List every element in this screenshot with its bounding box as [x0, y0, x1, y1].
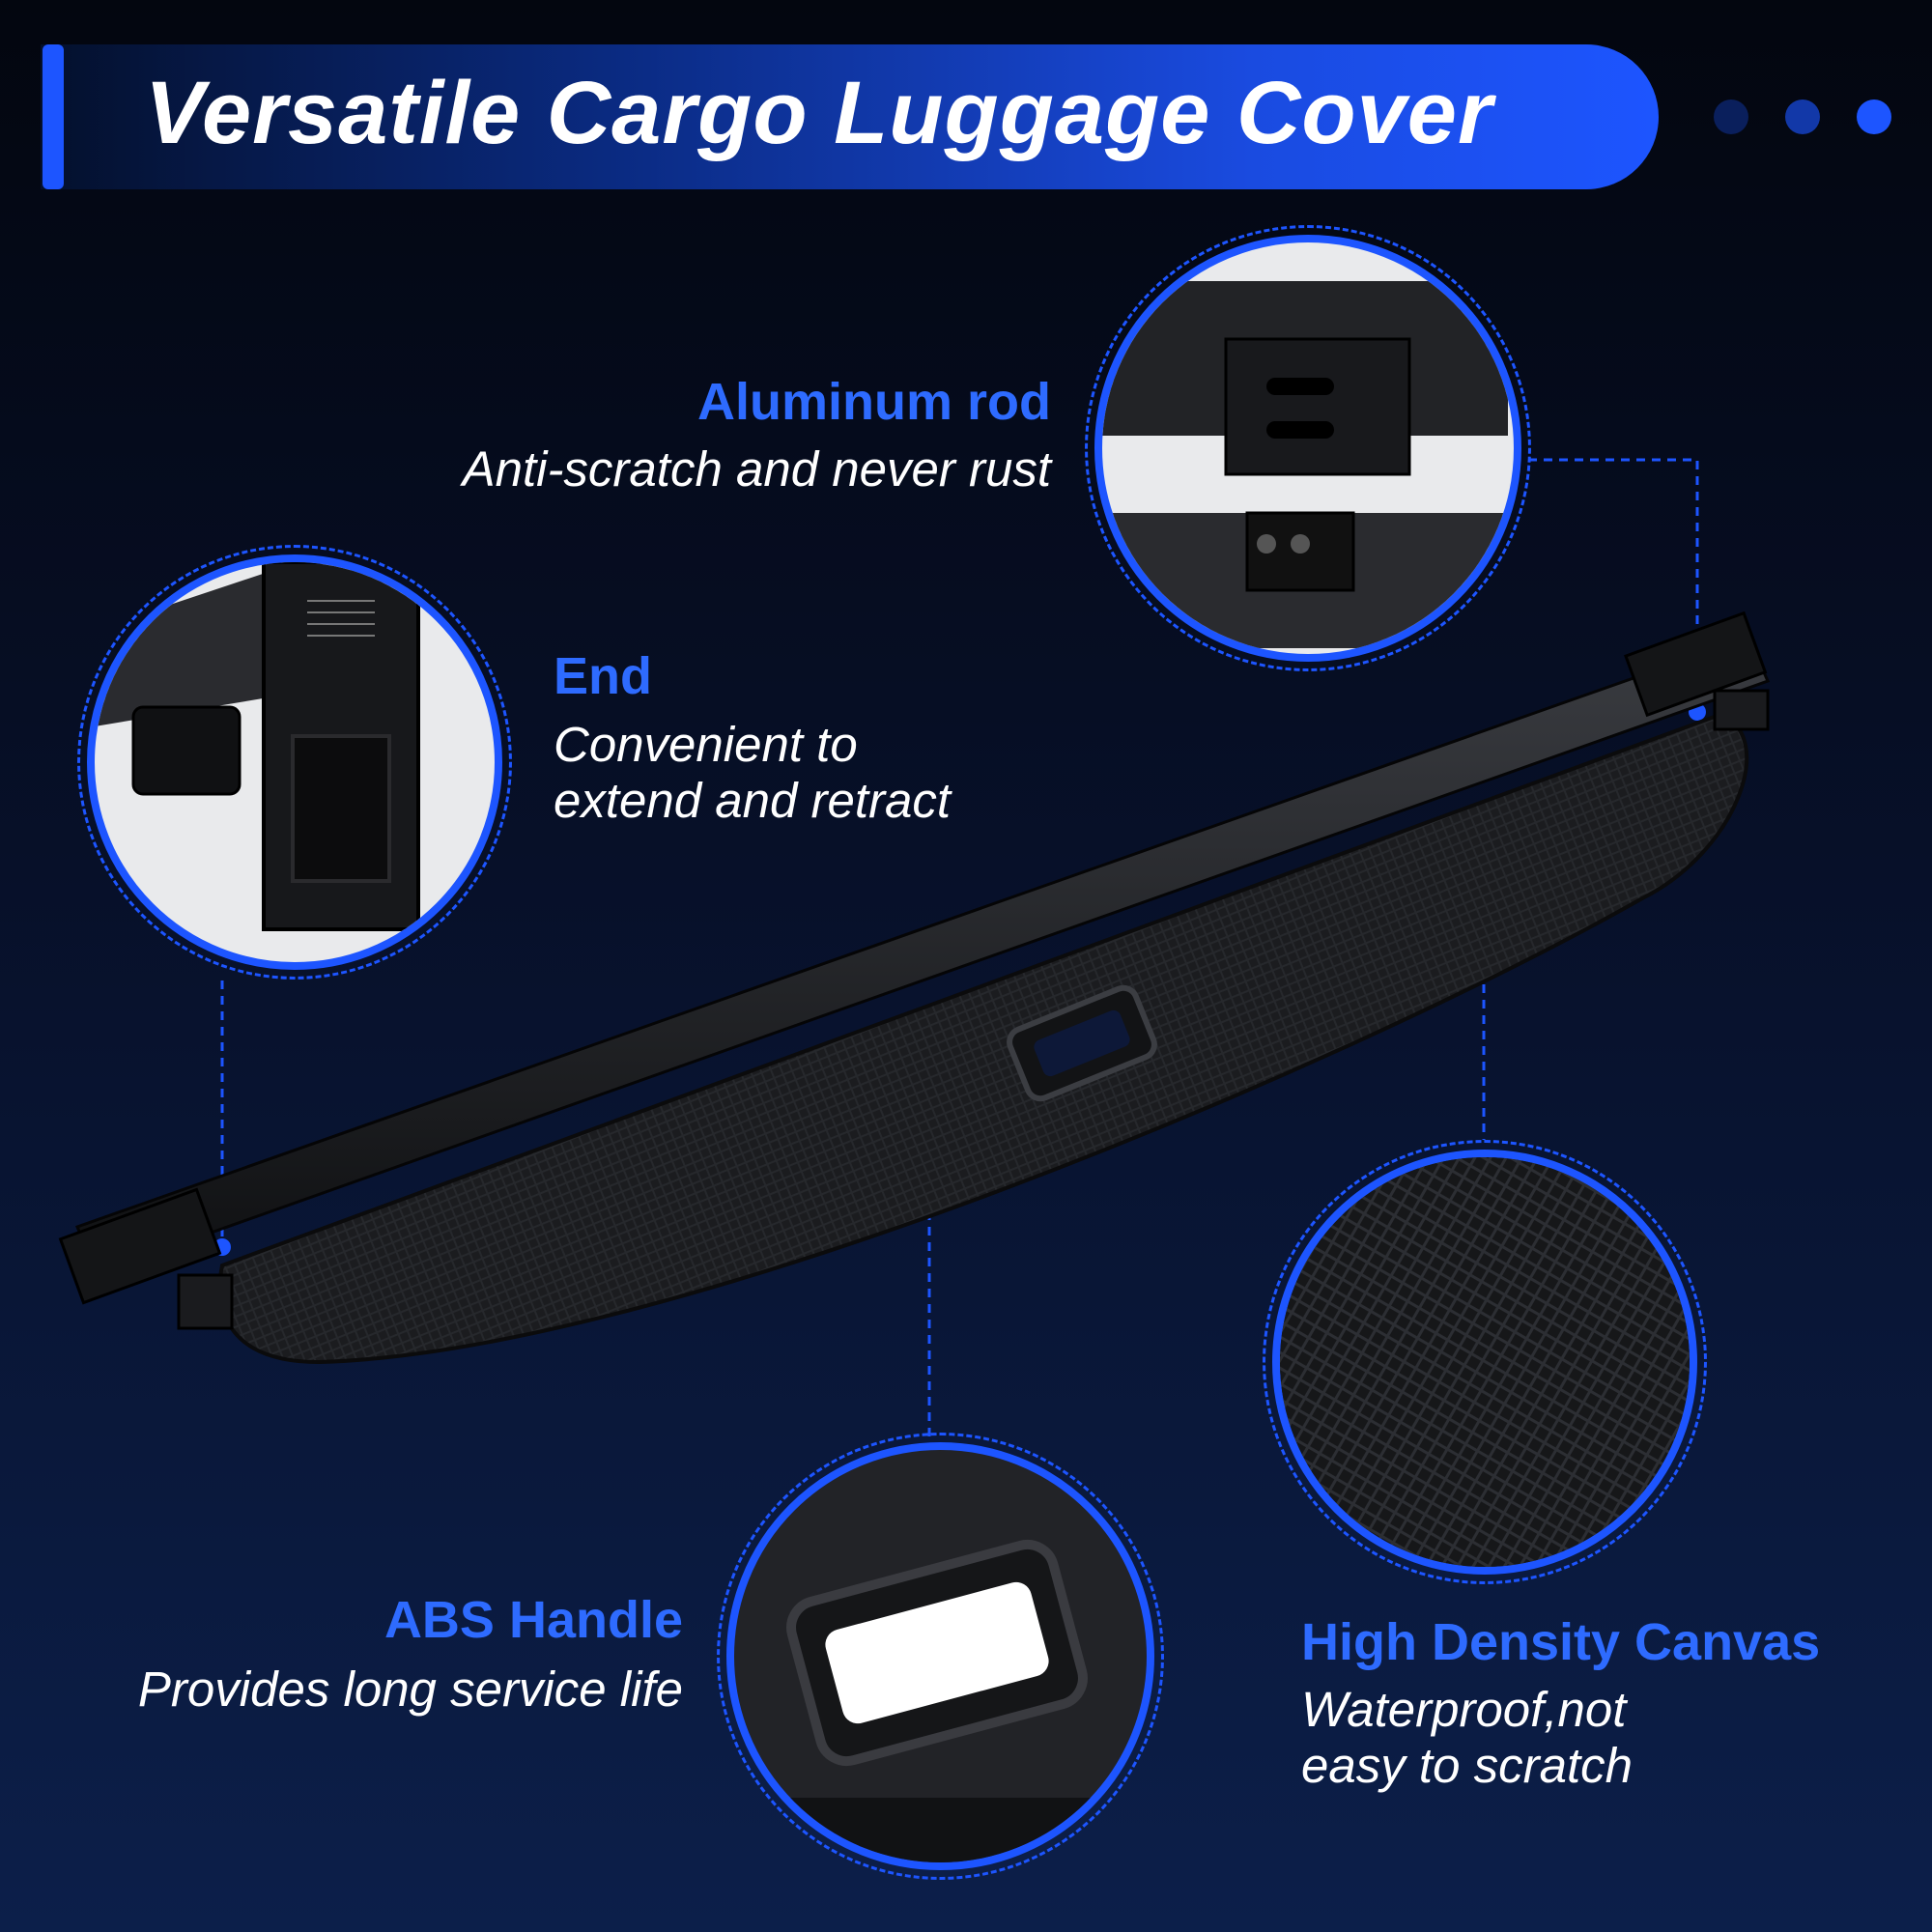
feature-desc-end-line1: Convenient to: [554, 717, 858, 772]
detail-circle-canvas: [1272, 1150, 1697, 1575]
feature-title-aluminum-rod: Aluminum rod: [697, 373, 1051, 431]
detail-circle-end: [87, 554, 502, 970]
detail-ring-canvas: [1263, 1140, 1707, 1584]
pagination-dot: [1785, 99, 1820, 134]
pagination-dot-active: [1857, 99, 1891, 134]
banner-accent-bar: [43, 44, 64, 189]
feature-desc-end-line2: extend and retract: [554, 773, 952, 828]
detail-circle-rod: [1094, 235, 1521, 662]
pagination-dot: [1714, 99, 1748, 134]
detail-ring-handle: [717, 1433, 1164, 1880]
feature-desc-canvas-line2: easy to scratch: [1301, 1738, 1633, 1793]
feature-title-abs-handle: ABS Handle: [384, 1591, 683, 1649]
canvas-sheet: [217, 712, 1749, 1365]
abs-handle-closeup-icon: [734, 1539, 1147, 1862]
handle-icon: [1007, 984, 1157, 1102]
feature-desc-aluminum-rod: Anti-scratch and never rust: [462, 441, 1051, 497]
title-banner: [41, 44, 1659, 189]
feature-desc-canvas-line1: Waterproof,not: [1301, 1682, 1627, 1737]
feature-desc-abs-handle: Provides long service life: [137, 1662, 683, 1717]
feature-title-canvas: High Density Canvas: [1301, 1613, 1821, 1671]
detail-ring-rod: [1085, 225, 1531, 671]
canvas-texture-closeup-icon: [1280, 1157, 1690, 1567]
detail-circle-handle: [726, 1442, 1154, 1870]
feature-title-end: End: [554, 647, 652, 705]
aluminum-rod-closeup-icon: [1102, 281, 1508, 648]
end-cap-closeup-icon: [95, 562, 420, 931]
detail-ring-end: [77, 545, 512, 980]
page-title: Versatile Cargo Luggage Cover: [145, 64, 1493, 162]
end-cap-left-icon: [58, 1187, 234, 1330]
end-cap-right-icon: [1624, 611, 1770, 731]
